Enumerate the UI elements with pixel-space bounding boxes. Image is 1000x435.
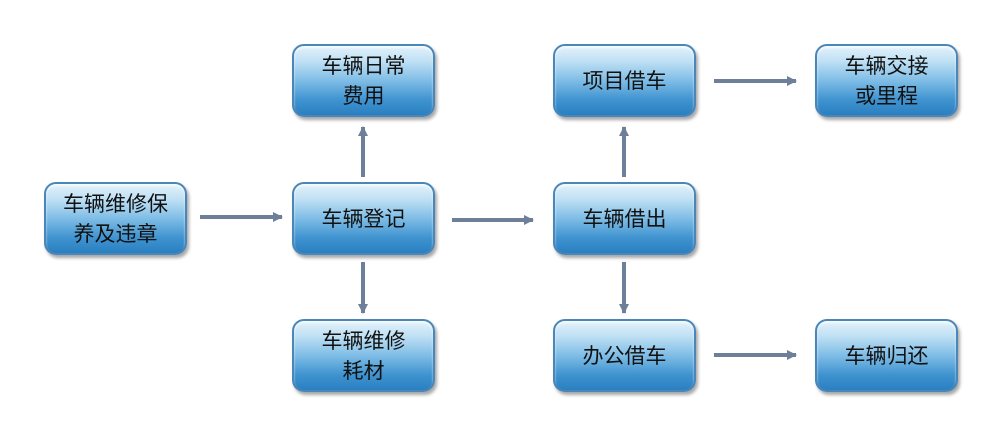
node-handover-mileage: 车辆交接或里程: [815, 44, 958, 117]
node-project-borrow-label: 项目借车: [582, 68, 667, 93]
node-vehicle-lend: 车辆借出: [553, 182, 696, 255]
node-handover-mileage-label: 车辆交接或里程: [844, 53, 929, 108]
node-repair-consumables: 车辆维修耗材: [292, 319, 435, 392]
node-daily-cost-label: 车辆日常费用: [321, 53, 406, 108]
node-maintenance-violation-label: 车辆维修保养及违章: [63, 191, 168, 246]
node-office-borrow: 办公借车: [553, 319, 696, 392]
node-vehicle-register: 车辆登记: [292, 182, 435, 255]
node-project-borrow: 项目借车: [553, 44, 696, 117]
node-vehicle-register-label: 车辆登记: [321, 206, 406, 231]
node-vehicle-lend-label: 车辆借出: [582, 206, 667, 231]
node-office-borrow-label: 办公借车: [582, 343, 667, 368]
node-repair-consumables-label: 车辆维修耗材: [321, 328, 406, 383]
node-vehicle-return: 车辆归还: [815, 319, 958, 392]
node-maintenance-violation: 车辆维修保养及违章: [44, 182, 187, 255]
node-daily-cost: 车辆日常费用: [292, 44, 435, 117]
node-vehicle-return-label: 车辆归还: [844, 343, 929, 368]
